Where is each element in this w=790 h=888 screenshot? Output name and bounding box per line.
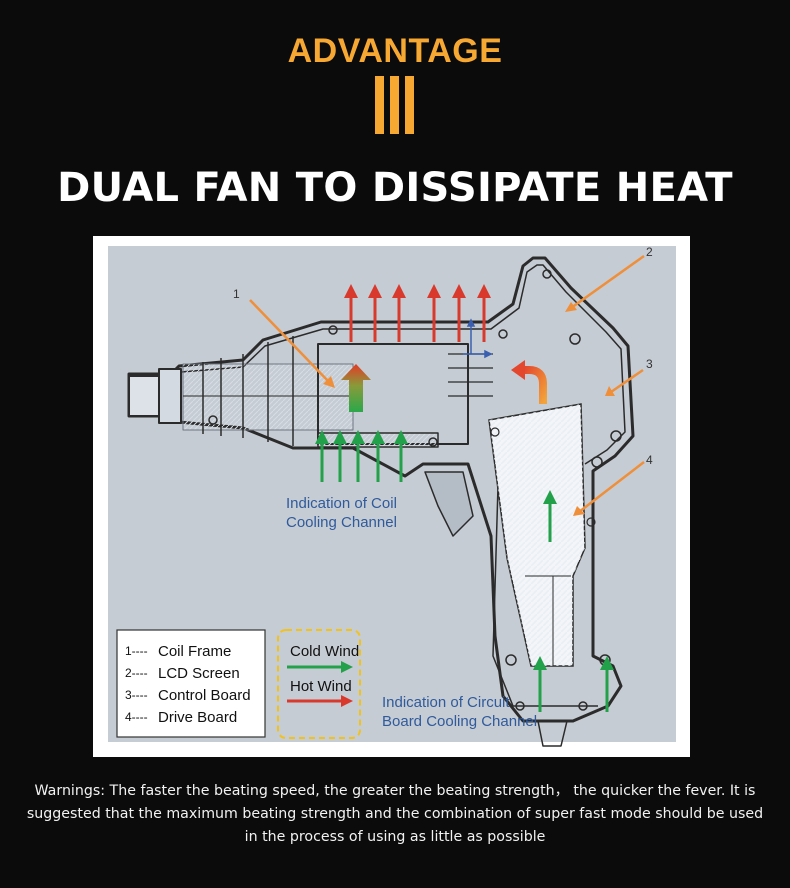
callout-arrow-2 bbox=[565, 254, 645, 312]
cold-arrow bbox=[394, 430, 408, 482]
legend-cold-arrow bbox=[287, 661, 353, 673]
page-title: DUAL FAN TO DISSIPATE HEAT bbox=[57, 165, 733, 211]
part-number: 1---- bbox=[125, 644, 148, 658]
cold-arrow bbox=[533, 656, 547, 712]
part-name: Control Board bbox=[158, 687, 251, 704]
part-name: Coil Frame bbox=[158, 643, 231, 660]
diagram-canvas: 1 2 3 4 Indication of Coil Cooling Chann… bbox=[108, 245, 676, 747]
warning-line: in the process of using as little as pos… bbox=[244, 829, 546, 845]
coil-channel-label: Indication of Coil bbox=[286, 495, 397, 512]
part-name: Drive Board bbox=[158, 709, 237, 726]
gun-body bbox=[127, 256, 635, 747]
part-name: LCD Screen bbox=[158, 665, 240, 682]
airflow-gradient-arrow bbox=[341, 364, 371, 412]
warning-line: suggested that the maximum beating stren… bbox=[26, 806, 764, 822]
circuit-channel-label: Indication of Circuit bbox=[382, 694, 510, 711]
cold-arrow bbox=[371, 430, 385, 482]
legend-box: Cold Wind Hot Wind bbox=[277, 629, 361, 739]
hot-arrow bbox=[344, 284, 358, 342]
callout-number: 1 bbox=[233, 287, 240, 301]
part-number: 4---- bbox=[125, 710, 148, 724]
hot-arrow bbox=[392, 284, 406, 342]
axis-icon bbox=[463, 318, 493, 359]
cold-arrow bbox=[600, 656, 614, 712]
callout-number: 4 bbox=[646, 453, 653, 467]
hot-arrow bbox=[368, 284, 382, 342]
callout-arrow-4 bbox=[573, 461, 645, 516]
callout-arrow-1 bbox=[249, 299, 335, 388]
circuit-cooling-arrows bbox=[533, 490, 614, 712]
cold-arrow bbox=[333, 430, 347, 482]
cold-arrow bbox=[543, 490, 557, 542]
hot-wind-arrows bbox=[344, 284, 491, 342]
hot-arrow bbox=[477, 284, 491, 342]
part-number: 2---- bbox=[125, 666, 148, 680]
cold-arrow bbox=[351, 430, 365, 482]
hot-arrow bbox=[427, 284, 441, 342]
hot-arrow bbox=[452, 284, 466, 342]
callout-arrows bbox=[249, 254, 645, 516]
warning-line: Warnings: The faster the beating speed, … bbox=[34, 783, 756, 799]
advantage-bars-icon bbox=[375, 76, 414, 134]
warning-text: Warnings: The faster the beating speed, … bbox=[20, 780, 770, 849]
curved-airflow-arrow bbox=[511, 360, 547, 404]
legend-cold-label: Cold Wind bbox=[290, 643, 359, 660]
coil-channel-label: Cooling Channel bbox=[286, 514, 397, 531]
cold-arrow bbox=[315, 430, 329, 482]
part-number: 3---- bbox=[125, 688, 148, 702]
cold-wind-arrows bbox=[315, 430, 408, 482]
callout-arrow-3 bbox=[605, 368, 644, 396]
advantage-heading: ADVANTAGE bbox=[287, 32, 503, 70]
drive-board bbox=[488, 403, 596, 667]
cooling-diagram: 1 2 3 4 Indication of Coil Cooling Chann… bbox=[93, 236, 690, 757]
circuit-channel-label: Board Cooling Channel bbox=[382, 713, 537, 730]
legend-hot-arrow bbox=[287, 695, 353, 707]
callout-number: 3 bbox=[646, 357, 653, 371]
legend-hot-label: Hot Wind bbox=[290, 678, 352, 695]
callout-number: 2 bbox=[646, 245, 653, 259]
parts-list-box: 1---- Coil Frame 2---- LCD Screen 3---- … bbox=[116, 629, 266, 738]
